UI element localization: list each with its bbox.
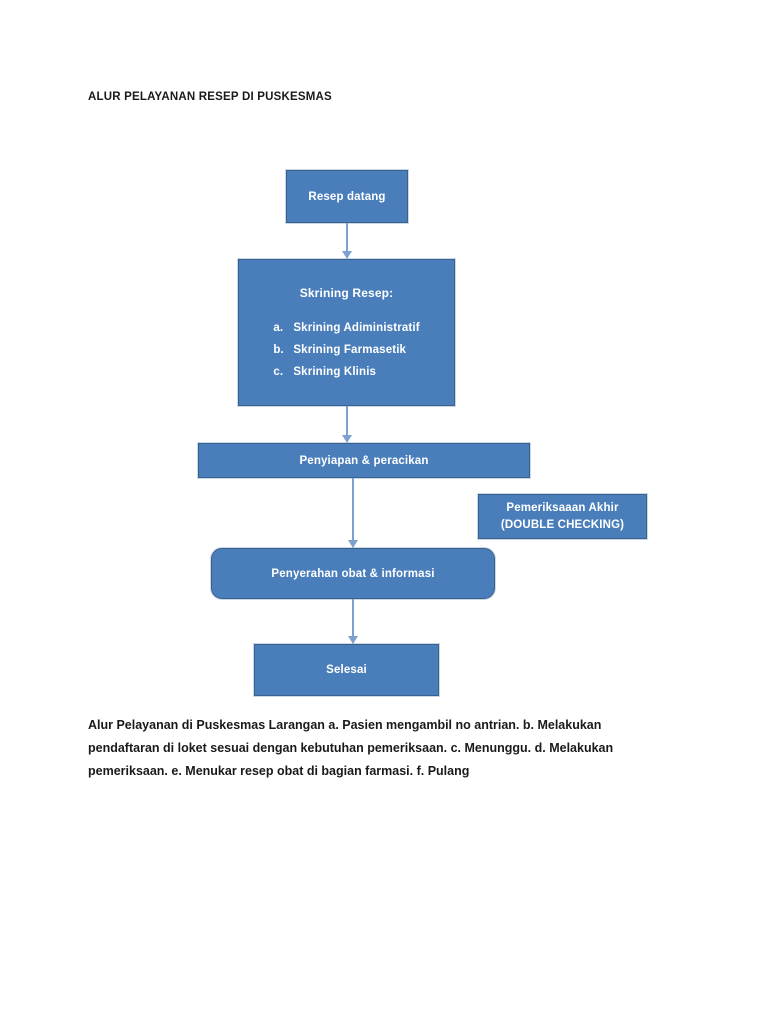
flow-node-heading: Skrining Resep:	[299, 286, 394, 300]
flow-node-penyiapan-peracikan: Penyiapan & peracikan	[198, 443, 530, 478]
arrow-stem	[352, 599, 354, 636]
page-title: ALUR PELAYANAN RESEP DI PUSKESMAS	[88, 91, 332, 103]
caption-paragraph: Alur Pelayanan di Puskesmas Larangan a. …	[88, 718, 614, 778]
list-item: b. Skrining Farmasetik	[273, 340, 419, 362]
list-item-marker: b.	[273, 343, 284, 356]
arrow-head-icon	[348, 636, 358, 644]
arrow-stem	[352, 478, 354, 540]
arrow-stem	[346, 406, 348, 435]
arrow-stem	[346, 223, 348, 251]
list-item-marker: c.	[273, 365, 284, 378]
list-item-label: Skrining Adiministratif	[293, 322, 420, 334]
flow-node-selesai: Selesai	[254, 644, 439, 696]
flow-node-skrining-resep: Skrining Resep: a. Skrining Adiministrat…	[238, 259, 455, 406]
flow-node-label: Penyiapan & peracikan	[299, 454, 429, 467]
flow-node-resep-datang: Resep datang	[286, 170, 408, 223]
flow-node-label: Resep datang	[308, 190, 386, 203]
flow-node-label-line1: Pemeriksaaan Akhir	[506, 501, 619, 514]
list-item-marker: a.	[273, 322, 284, 334]
arrow-head-icon	[348, 540, 358, 548]
arrow-head-icon	[342, 251, 352, 259]
flow-node-penyerahan-obat: Penyerahan obat & informasi	[211, 548, 495, 599]
list-item: c. Skrining Klinis	[273, 362, 419, 384]
arrow-head-icon	[342, 435, 352, 443]
flow-node-label: Selesai	[326, 664, 367, 676]
list-item: a. Skrining Adiministratif	[273, 318, 419, 340]
list-item-label: Skrining Klinis	[293, 365, 377, 378]
skrining-item-list: a. Skrining Adiministratif b. Skrining F…	[273, 318, 419, 384]
flow-node-label-line2: (DOUBLE CHECKING)	[500, 518, 625, 531]
flow-node-label: Penyerahan obat & informasi	[271, 567, 435, 580]
list-item-label: Skrining Farmasetik	[293, 343, 407, 356]
flow-node-pemeriksaan-akhir: Pemeriksaaan Akhir (DOUBLE CHECKING)	[478, 494, 647, 539]
